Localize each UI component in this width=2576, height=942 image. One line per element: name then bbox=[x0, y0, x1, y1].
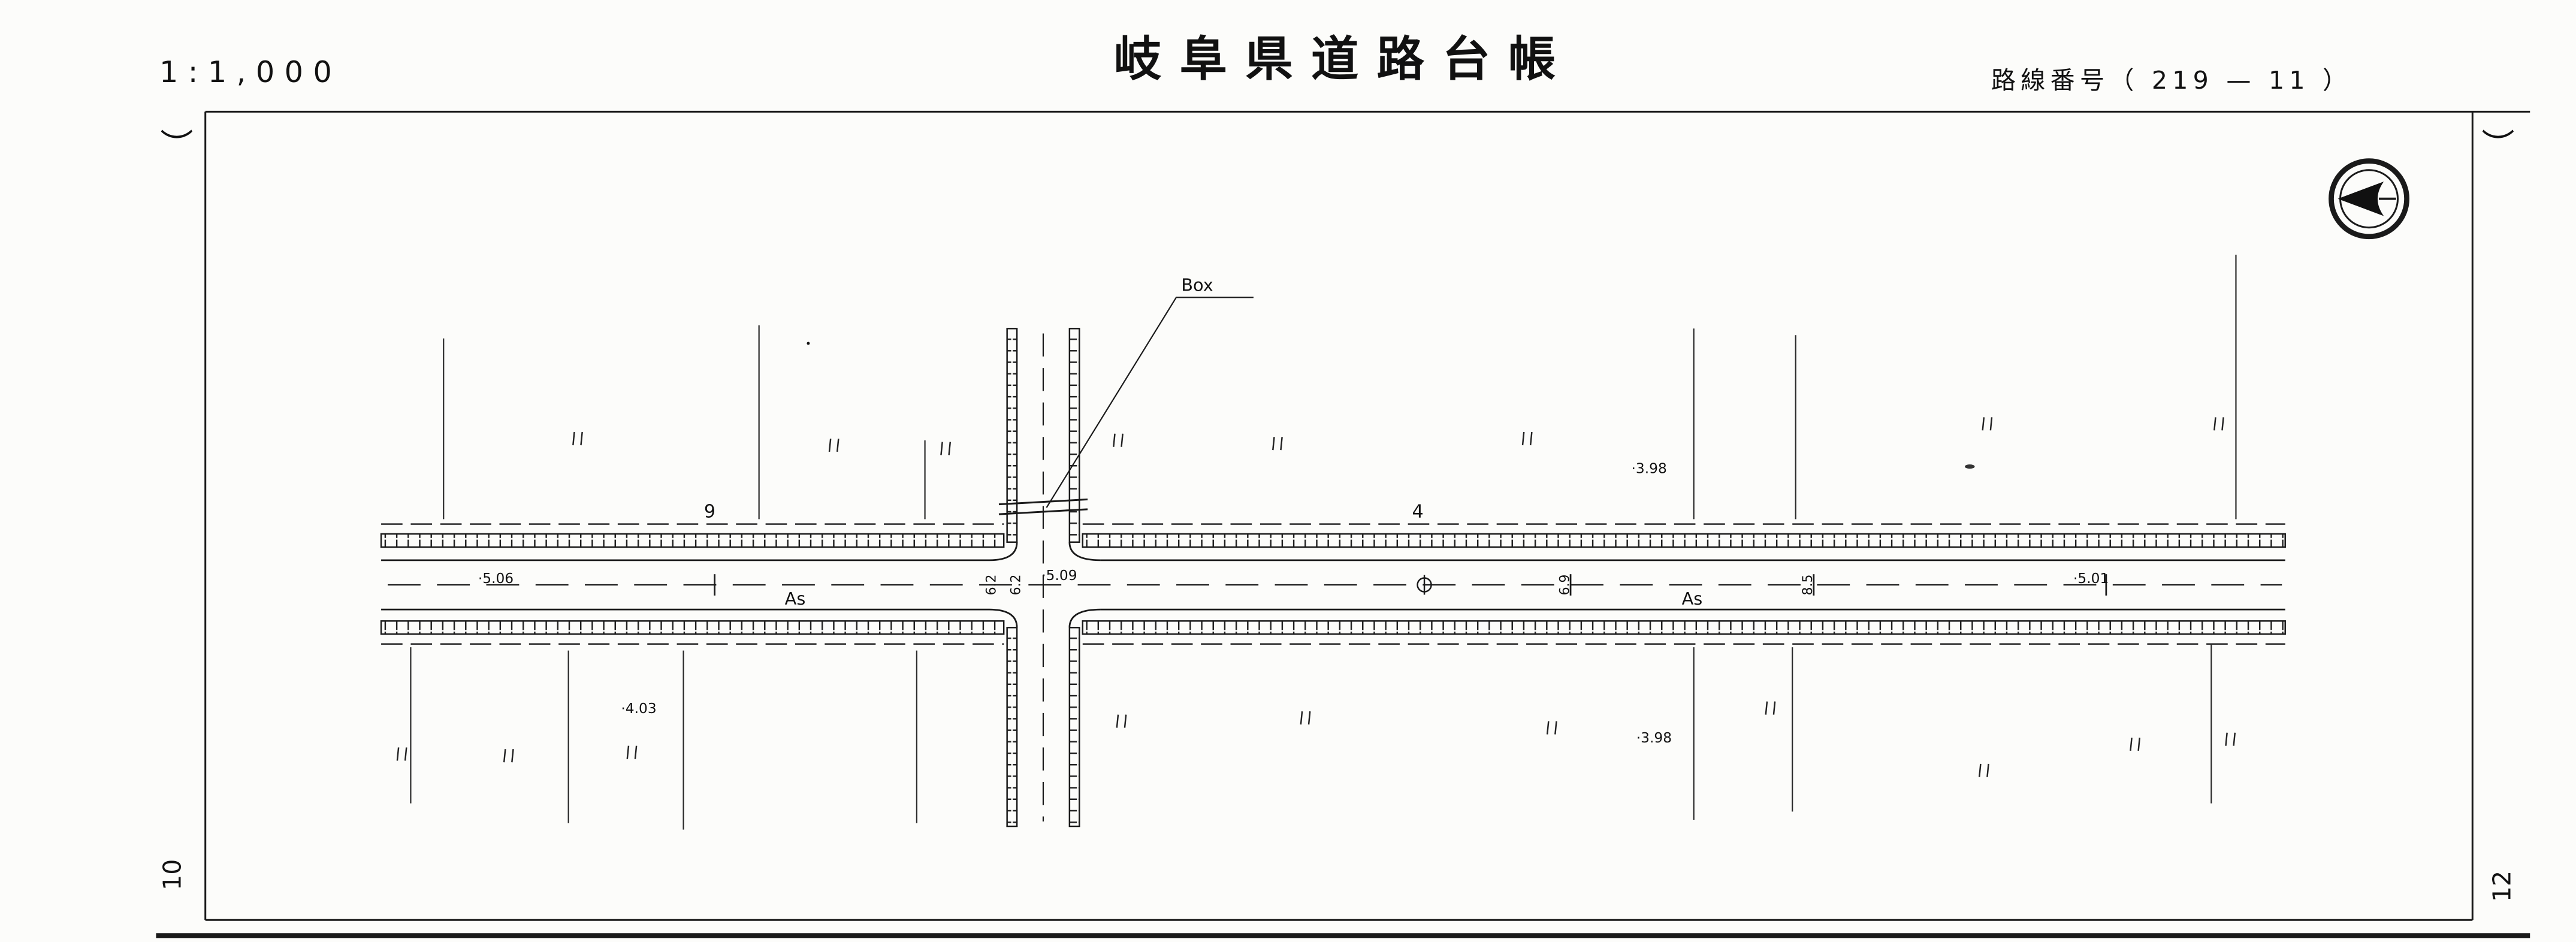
road-width-label: 6.9 bbox=[1557, 575, 1572, 596]
scale-label: 1:1,000 bbox=[159, 55, 342, 89]
fillet-top-right bbox=[1068, 542, 1101, 561]
field-marks bbox=[396, 417, 2236, 777]
surface-type-label: As bbox=[785, 588, 806, 609]
left-sheet-number: 10 bbox=[158, 859, 187, 890]
title-block: 1:1,000 岐阜県道路台帳 路線番号（ 219 — 11 ） bbox=[159, 31, 2352, 95]
section-number-label: 9 bbox=[704, 502, 715, 523]
shoulder-band bbox=[380, 620, 1005, 635]
shoulder-band bbox=[1082, 533, 2286, 548]
misc-marks bbox=[807, 342, 1975, 469]
field-mark bbox=[940, 442, 952, 455]
field-mark bbox=[1982, 417, 1993, 431]
right-join-mark: ） bbox=[2478, 128, 2516, 161]
page-title: 岐阜県道路台帳 bbox=[1114, 31, 1574, 87]
route-number-label: 路線番号（ 219 — 11 ） bbox=[1991, 66, 2352, 95]
box-leader-line bbox=[1046, 297, 1254, 508]
section-number-label: 4 bbox=[1412, 502, 1424, 523]
spot-elevation-label: ·3.98 bbox=[1632, 461, 1667, 477]
ink-smudge bbox=[1965, 464, 1975, 469]
field-mark bbox=[2213, 417, 2224, 431]
field-mark bbox=[1521, 431, 1533, 446]
field-mark bbox=[503, 749, 514, 763]
road-width-label: 6.2 bbox=[1009, 575, 1024, 596]
north-arrow-needle bbox=[2338, 181, 2384, 216]
field-mark bbox=[1546, 721, 1557, 735]
spot-elevation-label: ·5.01 bbox=[2073, 570, 2109, 587]
side-road bbox=[1006, 328, 1080, 828]
fillet-bottom-left bbox=[989, 608, 1018, 628]
north-arrow-icon bbox=[2329, 158, 2409, 240]
fillet-bottom-right bbox=[1068, 608, 1101, 628]
field-mark bbox=[1978, 763, 1989, 777]
box-culvert-line bbox=[998, 508, 1088, 515]
spot-elevation-label: ·5.06 bbox=[478, 570, 514, 587]
side-road-edge-band bbox=[1006, 627, 1018, 828]
box-label: Box bbox=[1181, 274, 1213, 295]
field-mark bbox=[626, 745, 638, 759]
field-mark bbox=[2130, 737, 2141, 751]
box-culvert bbox=[998, 297, 1254, 515]
field-mark bbox=[396, 747, 407, 761]
field-mark bbox=[572, 431, 583, 446]
survey-dot bbox=[807, 342, 810, 345]
right-sheet-number: 12 bbox=[2487, 871, 2516, 902]
side-road-edge-band bbox=[1068, 627, 1080, 828]
field-mark bbox=[1300, 711, 1311, 725]
spot-elevation-label: ·5.09 bbox=[1041, 567, 1077, 584]
intersection-fillets bbox=[989, 542, 1101, 628]
box-culvert-line bbox=[998, 498, 1088, 506]
sheet-frame bbox=[156, 110, 2530, 938]
field-mark bbox=[1765, 701, 1776, 715]
side-road-edge-band bbox=[1006, 328, 1018, 543]
field-mark bbox=[1116, 714, 1127, 728]
spot-elevation-label: ·3.98 bbox=[1636, 730, 1672, 746]
shoulder-band bbox=[1082, 620, 2286, 635]
north-arrow-outer-circle bbox=[2329, 158, 2409, 240]
parcel-boundary-lines bbox=[410, 254, 2237, 830]
field-mark bbox=[1272, 437, 1283, 451]
spot-elevation-label: ·4.03 bbox=[621, 701, 656, 717]
station-ticks bbox=[714, 574, 2107, 596]
field-mark bbox=[1113, 433, 1124, 447]
side-road-edge-band bbox=[1068, 328, 1080, 543]
field-mark bbox=[828, 438, 839, 452]
margin-marks: ） 10 ） 12 bbox=[156, 128, 2516, 902]
surface-type-label: As bbox=[1682, 588, 1703, 609]
main-road bbox=[380, 523, 2286, 645]
road-width-label: 8.5 bbox=[1801, 575, 1816, 596]
fillet-top-left bbox=[989, 542, 1018, 561]
field-mark bbox=[2225, 732, 2236, 746]
shoulder-band bbox=[380, 533, 1005, 548]
road-width-label: 6.2 bbox=[984, 575, 999, 596]
plan-labels: 9 4As As ·5.06 ·5.09 ·3.98 ·5.01 ·4.03 ·3.98 6.2 6… bbox=[478, 274, 2109, 746]
left-join-mark: ） bbox=[156, 128, 195, 161]
